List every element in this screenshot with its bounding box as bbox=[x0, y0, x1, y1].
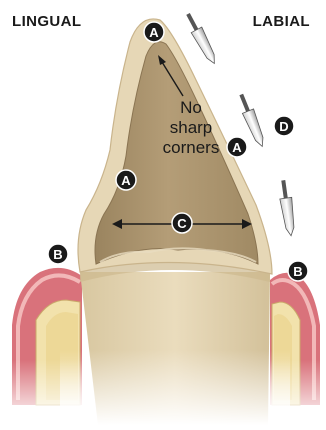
svg-text:B: B bbox=[53, 247, 62, 262]
marker-a-tip: A bbox=[144, 22, 164, 42]
svg-text:D: D bbox=[279, 119, 288, 134]
note-line-3: corners bbox=[145, 138, 237, 158]
marker-d: D bbox=[274, 116, 294, 136]
note-line-1: No bbox=[145, 98, 237, 118]
marker-a-lingual: A bbox=[116, 170, 136, 190]
svg-text:A: A bbox=[149, 25, 159, 40]
lingual-label: LINGUAL bbox=[12, 13, 81, 30]
note-line-2: sharp bbox=[145, 118, 237, 138]
svg-text:A: A bbox=[121, 173, 131, 188]
instrument-top bbox=[183, 11, 220, 66]
svg-text:B: B bbox=[293, 264, 302, 279]
tooth-root bbox=[60, 259, 290, 425]
marker-b-labial: B bbox=[288, 261, 308, 281]
marker-c: C bbox=[172, 213, 192, 233]
labial-label: LABIAL bbox=[253, 13, 310, 30]
svg-text:C: C bbox=[177, 216, 187, 231]
marker-b-lingual: B bbox=[48, 244, 68, 264]
no-sharp-corners-note: No sharp corners bbox=[145, 98, 237, 158]
instrument-bottom bbox=[277, 179, 297, 236]
